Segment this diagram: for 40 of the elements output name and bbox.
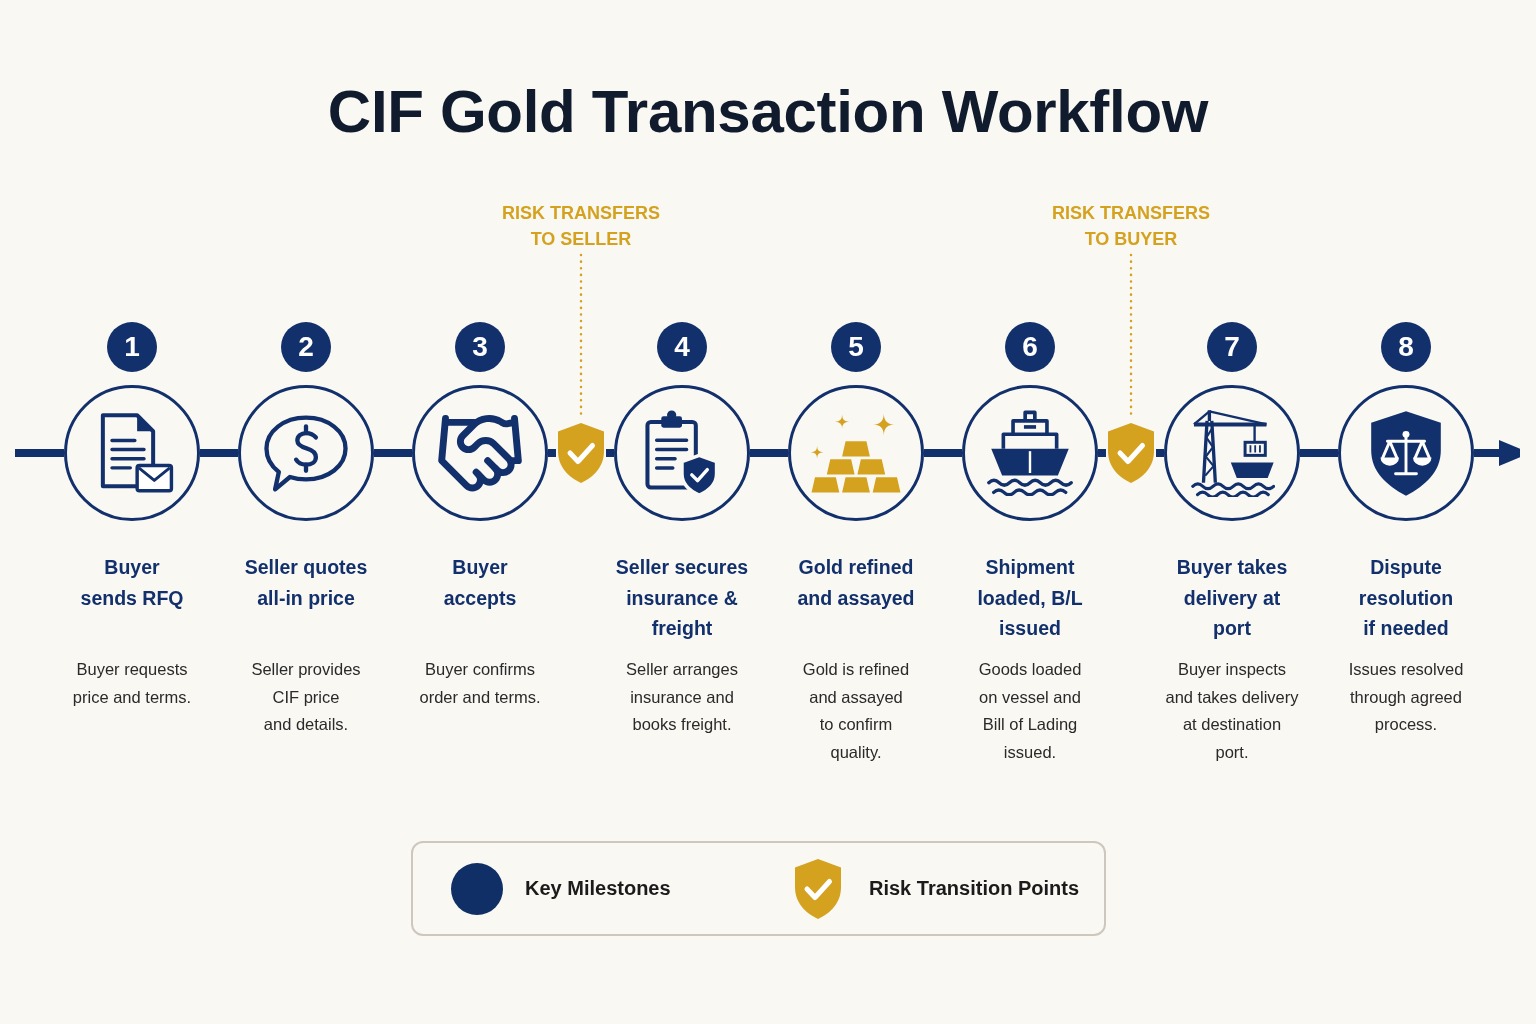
step-description: Gold is refined and assayed to confirm quality. bbox=[801, 659, 911, 763]
step-heading: Shipment loaded, B/L issued bbox=[976, 555, 1084, 641]
shield-check-icon bbox=[556, 422, 606, 484]
shield-check-icon bbox=[1106, 422, 1156, 484]
step-number: 8 bbox=[1381, 322, 1431, 372]
connector-line bbox=[1156, 449, 1164, 457]
connector-line bbox=[1098, 449, 1106, 457]
step-description: Buyer inspects and takes delivery at destination port. bbox=[1165, 659, 1299, 763]
connector-line bbox=[374, 449, 412, 457]
step-description: Buyer confirms order and terms. bbox=[418, 659, 542, 708]
connector-line bbox=[750, 449, 788, 457]
step-description: Issues resolved through agreed process. bbox=[1347, 659, 1465, 735]
step-heading: Buyer accepts bbox=[442, 555, 518, 611]
legend-label: Risk Transition Points bbox=[869, 877, 1080, 900]
step-heading: Buyer sends RFQ bbox=[79, 555, 185, 611]
step-heading: Gold refined and assayed bbox=[796, 555, 916, 611]
step-heading: Dispute resolution if needed bbox=[1357, 555, 1455, 641]
step-number: 2 bbox=[281, 322, 331, 372]
step-number: 5 bbox=[831, 322, 881, 372]
step-description: Buyer requests price and terms. bbox=[71, 659, 193, 708]
legend-label: Key Milestones bbox=[525, 877, 671, 900]
risk-label: RISK TRANSFERS TO SELLER bbox=[499, 200, 663, 252]
connector-line bbox=[548, 449, 556, 457]
step-description: Seller arranges insurance and books freight. bbox=[625, 659, 739, 735]
step-number: 7 bbox=[1207, 322, 1257, 372]
connector-line bbox=[200, 449, 238, 457]
step-number: 6 bbox=[1005, 322, 1055, 372]
risk-label: RISK TRANSFERS TO BUYER bbox=[1049, 200, 1213, 252]
step-description: Seller provides CIF price and details. bbox=[250, 659, 362, 735]
step-heading: Seller secures insurance & freight bbox=[614, 555, 750, 641]
connector-line bbox=[924, 449, 962, 457]
step-number: 4 bbox=[657, 322, 707, 372]
step-number: 1 bbox=[107, 322, 157, 372]
step-heading: Seller quotes all-in price bbox=[243, 555, 369, 611]
connector-line bbox=[606, 449, 614, 457]
step-heading: Buyer takes delivery at port bbox=[1175, 555, 1289, 641]
connector-line bbox=[1300, 449, 1338, 457]
step-description: Goods loaded on vessel and Bill of Lading issued. bbox=[977, 659, 1083, 763]
title: CIF Gold Transaction Workflow bbox=[327, 77, 1209, 147]
step-number: 3 bbox=[455, 322, 505, 372]
